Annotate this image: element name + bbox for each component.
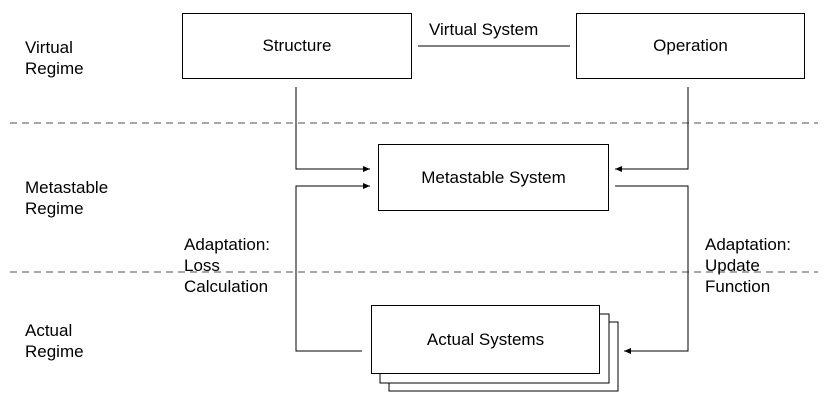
arrow-structure-to-metastable [295, 87, 370, 172]
virtual-regime-label: Virtual Regime [25, 38, 84, 78]
virtual-system-label: Virtual System [429, 20, 539, 39]
arrow-metastable-to-actual [615, 185, 689, 354]
operation-box: Operation [576, 13, 805, 79]
actual-systems-box: Actual Systems [371, 305, 600, 374]
adaptation-update-label: Adaptation: Update Function [705, 235, 792, 296]
actual-systems-label: Actual Systems [426, 329, 545, 349]
metastable-system-box: Metastable System [378, 144, 609, 211]
metastable-system-label: Metastable System [421, 167, 566, 187]
structure-box: Structure [182, 13, 412, 79]
adaptation-loss-label: Adaptation: Loss Calculation [184, 235, 271, 296]
metastable-regime-label: Metastable Regime [25, 178, 109, 218]
structure-label: Structure [262, 36, 332, 55]
arrow-actual-to-metastable [295, 183, 370, 352]
arrow-operation-to-metastable [615, 87, 689, 172]
actual-regime-label: Actual Regime [25, 321, 84, 361]
operation-label: Operation [653, 36, 728, 55]
